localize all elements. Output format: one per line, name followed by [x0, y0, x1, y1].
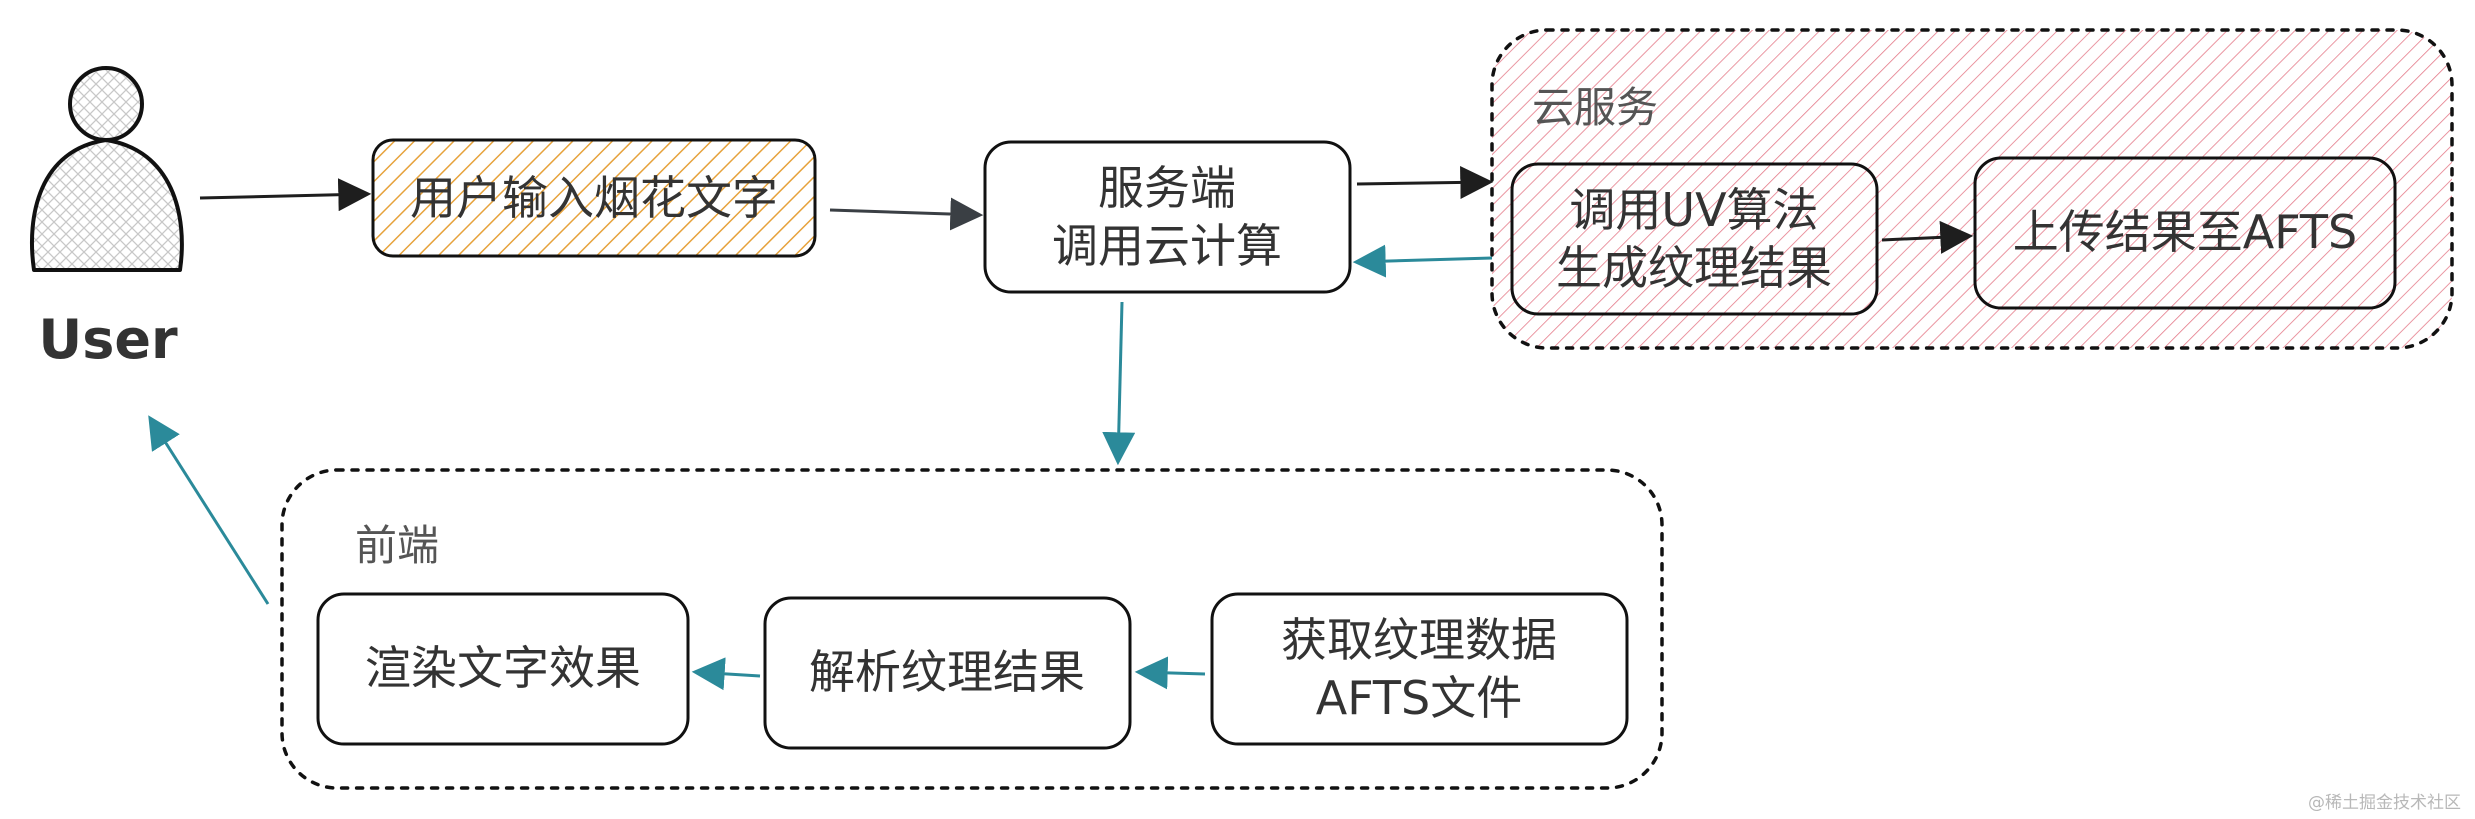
- fetch-texture-box: 获取纹理数据 AFTS文件: [1210, 592, 1629, 746]
- parse-label: 解析纹理结果: [809, 645, 1085, 699]
- arrow-server-to-cloud: [1356, 165, 1494, 199]
- upload-afts-box: 上传结果至AFTS: [1973, 156, 2397, 310]
- uv-label-line1: 调用UV算法: [1569, 183, 1818, 237]
- upload-label: 上传结果至AFTS: [2013, 205, 2357, 259]
- arrow-uv-to-upload: [1881, 220, 1974, 254]
- fetch-label-line1: 获取纹理数据: [1281, 613, 1557, 667]
- render-label: 渲染文字效果: [365, 641, 641, 695]
- frontend-group-label: 前端: [355, 521, 439, 570]
- cloud-group-label: 云服务: [1532, 83, 1658, 132]
- server-label-line2: 调用云计算: [1052, 219, 1282, 273]
- arrow-cloud-to-server: [1352, 244, 1493, 278]
- server-label-line1: 服务端: [1098, 161, 1236, 215]
- watermark: @稀土掘金技术社区: [2308, 793, 2461, 813]
- arrow-server-to-frontend: [1102, 301, 1136, 466]
- arrow-input-to-server: [829, 197, 984, 231]
- user-input-box: 用户输入烟花文字: [371, 138, 817, 258]
- cloud-service-group: 云服务: [1490, 28, 2454, 350]
- user-input-label: 用户输入烟花文字: [410, 171, 778, 225]
- arrow-frontend-to-user: [148, 415, 270, 605]
- parse-texture-box: 解析纹理结果: [763, 596, 1132, 750]
- fetch-label-line2: AFTS文件: [1316, 671, 1522, 725]
- render-effect-box: 渲染文字效果: [316, 592, 690, 746]
- frontend-group: 前端: [280, 468, 1664, 790]
- user-label: User: [38, 308, 178, 371]
- uv-label-line2: 生成纹理结果: [1556, 241, 1832, 295]
- uv-algorithm-box: 调用UV算法 生成纹理结果: [1510, 162, 1879, 316]
- user-figure: User: [30, 66, 184, 371]
- arrow-fetch-to-parse: [1134, 656, 1206, 690]
- server-box: 服务端 调用云计算: [983, 140, 1352, 294]
- arrow-user-to-input: [199, 178, 372, 212]
- arrow-parse-to-render: [691, 657, 761, 691]
